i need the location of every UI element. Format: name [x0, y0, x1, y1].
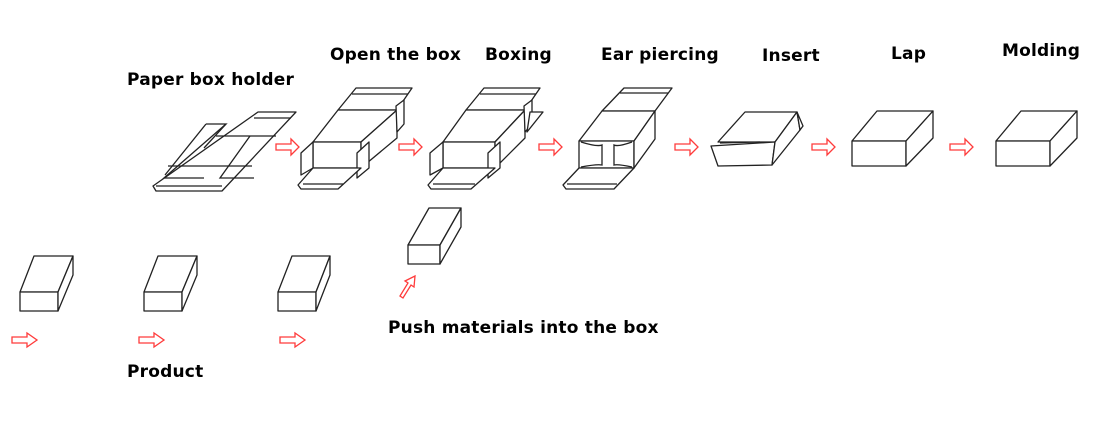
label-paper-box-holder: Paper box holder: [127, 70, 295, 90]
right-arrow-icon: [11, 331, 39, 349]
right-arrow-icon: [279, 331, 307, 349]
flow-arrows-top: [275, 137, 974, 157]
label-lap: Lap: [891, 44, 927, 64]
opened-box-icon: [297, 87, 413, 190]
insert-box-icon: [710, 111, 804, 167]
right-arrow-icon: [538, 137, 563, 157]
flat-box-blank-icon: [152, 111, 297, 192]
label-open-the-box: Open the box: [330, 45, 462, 65]
right-arrow-icon: [674, 137, 699, 157]
right-arrow-icon: [949, 137, 974, 157]
ear-piercing-box-icon: [562, 87, 673, 190]
product-item-icon: [277, 255, 331, 312]
lap-box-icon: [851, 110, 934, 167]
pushed-product-icon: [407, 207, 462, 265]
product-item-icon: [143, 255, 198, 312]
product-item-icon: [19, 255, 74, 312]
push-up-arrow-icon: [399, 274, 416, 299]
flow-arrows-bottom: [11, 274, 416, 349]
label-product: Product: [127, 362, 204, 382]
right-arrow-icon: [811, 137, 836, 157]
label-ear-piercing: Ear piercing: [601, 45, 719, 65]
boxing-box-icon: [427, 87, 544, 190]
right-arrow-icon: [275, 137, 300, 157]
label-boxing: Boxing: [485, 45, 552, 65]
right-arrow-icon: [398, 137, 423, 157]
label-insert: Insert: [762, 46, 820, 66]
right-arrow-icon: [138, 331, 166, 349]
molding-box-icon: [995, 110, 1078, 167]
label-push-materials: Push materials into the box: [388, 318, 659, 338]
label-molding: Molding: [1002, 41, 1081, 61]
